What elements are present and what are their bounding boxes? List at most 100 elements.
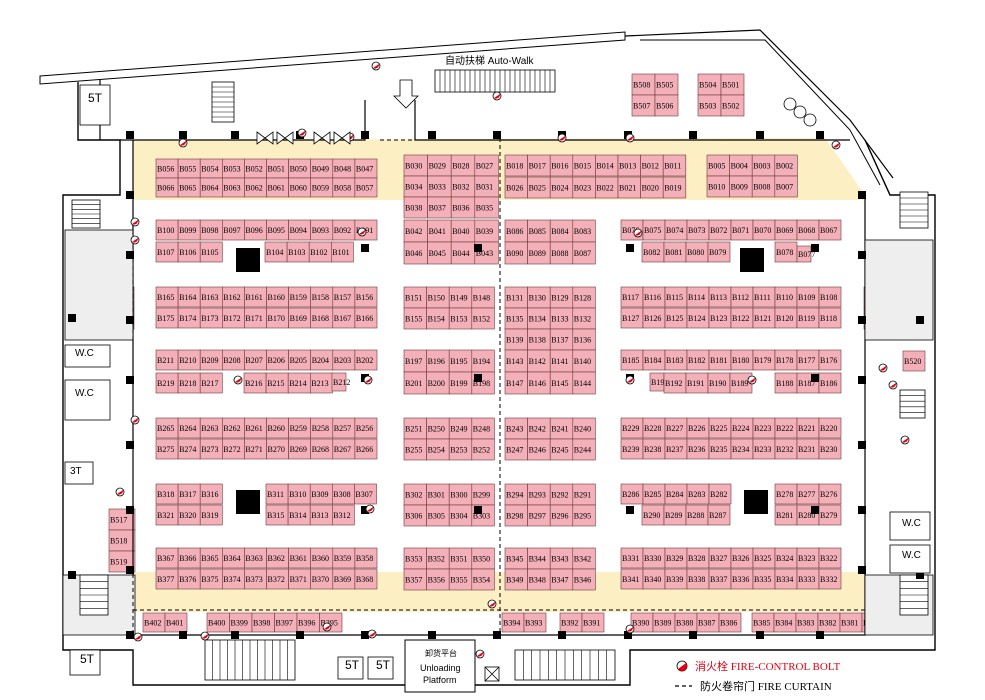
stall-B259[interactable]: B259 <box>288 417 312 439</box>
stall-cell[interactable] <box>720 94 745 117</box>
stall-B200[interactable]: B200 <box>426 371 450 395</box>
stall-B209[interactable]: B209 <box>199 349 223 371</box>
stall-B099[interactable]: B099 <box>177 219 201 241</box>
stall-B288[interactable]: B288 <box>685 504 709 526</box>
stall-B145[interactable]: B145 <box>549 371 574 395</box>
stall-B179[interactable]: B179 <box>752 349 776 371</box>
stall-B518[interactable]: B518 <box>108 529 136 552</box>
stall-B018[interactable]: B018 <box>504 154 528 177</box>
stall-cell[interactable] <box>354 568 378 590</box>
stall-B135[interactable]: B135 <box>504 307 528 330</box>
stall-B169[interactable]: B169 <box>288 307 312 329</box>
stall-B160[interactable]: B160 <box>266 286 289 308</box>
stall-B079[interactable]: B079 <box>707 241 731 263</box>
stall-B125[interactable]: B125 <box>664 307 688 329</box>
stall-B104[interactable]: B104 <box>264 241 288 263</box>
stall-B342[interactable]: B342 <box>572 547 596 570</box>
stall-B085[interactable]: B085 <box>527 219 551 243</box>
stall-B072[interactable]: B072 <box>708 219 732 241</box>
stall-B206[interactable]: B206 <box>266 349 289 371</box>
stall-B176[interactable]: B176 <box>818 349 842 371</box>
stall-B110[interactable]: B110 <box>774 286 798 308</box>
stall-B232[interactable]: B232 <box>774 438 798 460</box>
stall-B325[interactable]: B325 <box>752 547 776 569</box>
stall-B119[interactable]: B119 <box>796 307 820 329</box>
stall-B040[interactable]: B040 <box>450 219 476 243</box>
stall-B363[interactable]: B363 <box>244 547 267 569</box>
stall-cell[interactable] <box>581 612 605 633</box>
stall-B333[interactable]: B333 <box>796 568 820 590</box>
stall-B182[interactable]: B182 <box>686 349 710 371</box>
stall-B117[interactable]: B117 <box>620 286 644 308</box>
stall-B250[interactable]: B250 <box>426 417 450 440</box>
stall-B391[interactable]: B391 <box>581 612 605 633</box>
stall-B112[interactable]: B112 <box>730 286 754 308</box>
stall-B097[interactable]: B097 <box>222 219 245 241</box>
stall-B370[interactable]: B370 <box>310 568 334 590</box>
stall-B278[interactable]: B278 <box>774 483 798 505</box>
stall-B327[interactable]: B327 <box>708 547 732 569</box>
stall-B045[interactable]: B045 <box>427 241 452 265</box>
stall-B311[interactable]: B311 <box>265 483 289 505</box>
stall-B106[interactable]: B106 <box>177 241 201 263</box>
stall-B356[interactable]: B356 <box>426 568 450 591</box>
stall-B144[interactable]: B144 <box>572 371 596 395</box>
stall-B025[interactable]: B025 <box>527 176 551 199</box>
stall-B504[interactable]: B504 <box>697 73 722 96</box>
stall-B015[interactable]: B015 <box>572 154 596 177</box>
stall-B048[interactable]: B048 <box>332 158 356 179</box>
stall-B373[interactable]: B373 <box>244 568 267 590</box>
stall-B185[interactable]: B185 <box>620 349 644 371</box>
stall-B008[interactable]: B008 <box>751 175 776 198</box>
stall-B241[interactable]: B241 <box>549 417 574 440</box>
stall-B386[interactable]: B386 <box>718 612 742 633</box>
stall-B269[interactable]: B269 <box>288 438 312 460</box>
stall-B082[interactable]: B082 <box>641 241 665 263</box>
stall-B302[interactable]: B302 <box>403 483 427 506</box>
stall-B011[interactable]: B011 <box>662 154 687 177</box>
stall-B282[interactable]: B282 <box>708 483 732 505</box>
stall-B126[interactable]: B126 <box>642 307 666 329</box>
stall-B374[interactable]: B374 <box>222 568 245 590</box>
stall-B134[interactable]: B134 <box>527 307 551 330</box>
stall-B171[interactable]: B171 <box>244 307 267 329</box>
stall-B098[interactable]: B098 <box>199 219 223 241</box>
stall-B022[interactable]: B022 <box>595 176 619 199</box>
stall-B161[interactable]: B161 <box>244 286 267 308</box>
stall-B026[interactable]: B026 <box>504 176 528 199</box>
stall-B263[interactable]: B263 <box>199 417 223 439</box>
stall-B031[interactable]: B031 <box>474 175 499 198</box>
stall-B211[interactable]: B211 <box>155 349 179 371</box>
stall-B113[interactable]: B113 <box>708 286 732 308</box>
stall-B107[interactable]: B107 <box>155 241 179 263</box>
stall-B246[interactable]: B246 <box>527 438 551 461</box>
stall-B044[interactable]: B044 <box>450 241 476 265</box>
stall-B371[interactable]: B371 <box>288 568 312 590</box>
stall-cell[interactable] <box>354 417 378 439</box>
stall-B216[interactable]: B216 <box>243 372 267 394</box>
stall-B153[interactable]: B153 <box>448 307 473 330</box>
stall-B367[interactable]: B367 <box>155 547 179 569</box>
stall-B108[interactable]: B108 <box>818 286 842 308</box>
stall-B369[interactable]: B369 <box>332 568 356 590</box>
stall-B075[interactable]: B075 <box>642 219 666 241</box>
stall-B256[interactable]: B256 <box>354 417 378 439</box>
stall-B109[interactable]: B109 <box>796 286 820 308</box>
stall-B037[interactable]: B037 <box>427 196 452 219</box>
stall-B296[interactable]: B296 <box>549 504 574 527</box>
stall-B047[interactable]: B047 <box>354 158 378 179</box>
stall-B168[interactable]: B168 <box>310 307 334 329</box>
stall-B141[interactable]: B141 <box>549 349 574 373</box>
stall-B298[interactable]: B298 <box>504 504 528 527</box>
stall-B345[interactable]: B345 <box>504 547 528 570</box>
stall-B130[interactable]: B130 <box>527 286 551 309</box>
stall-B151[interactable]: B151 <box>403 286 427 309</box>
stall-B235[interactable]: B235 <box>708 438 732 460</box>
stall-cell[interactable] <box>164 612 188 633</box>
stall-B273[interactable]: B273 <box>199 438 223 460</box>
stall-B191[interactable]: B191 <box>685 372 709 394</box>
stall-B357[interactable]: B357 <box>403 568 427 591</box>
stall-B086[interactable]: B086 <box>504 219 528 243</box>
stall-B155[interactable]: B155 <box>403 307 427 330</box>
stall-B375[interactable]: B375 <box>199 568 223 590</box>
